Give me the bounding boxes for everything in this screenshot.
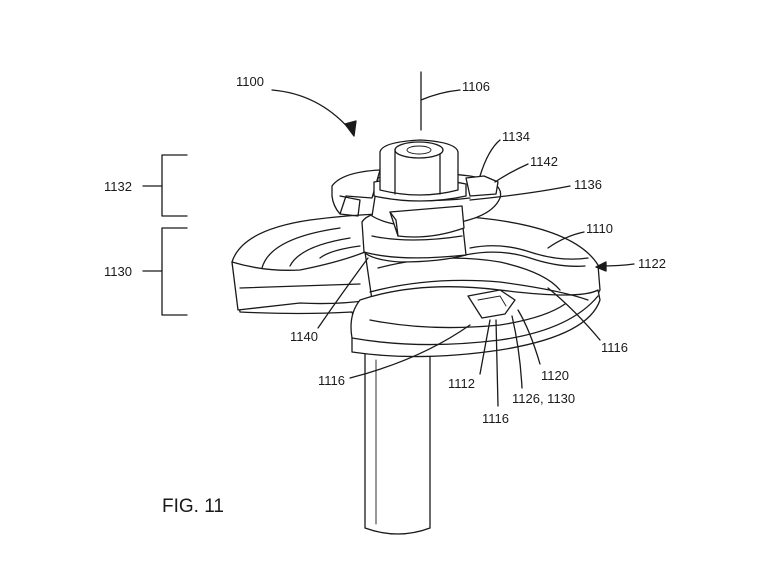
label-1116-right: 1116	[601, 340, 628, 355]
label-1142: 1142	[530, 154, 558, 169]
label-1130: 1130	[104, 264, 132, 279]
label-1110: 1110	[586, 221, 613, 236]
label-1132: 1132	[104, 179, 132, 194]
label-1112: 1112	[448, 376, 475, 391]
label-1126-1130: 1126, 1130	[512, 391, 575, 406]
label-1106: 1106	[462, 79, 490, 94]
label-1116-left: 1116	[318, 373, 345, 388]
label-1120: 1120	[541, 368, 569, 383]
router-bit-shank	[364, 351, 431, 535]
hex-nut	[379, 139, 459, 196]
label-1116-bottom: 1116	[482, 411, 509, 426]
label-1134: 1134	[502, 129, 530, 144]
bracket-1130	[142, 227, 188, 316]
leader-lines	[271, 89, 635, 407]
label-1122: 1122	[638, 256, 666, 271]
label-1136: 1136	[574, 177, 602, 192]
label-1140: 1140	[290, 329, 318, 344]
figure-caption: FIG. 11	[162, 496, 224, 517]
label-1100: 1100	[236, 74, 264, 89]
bracket-1132	[142, 154, 188, 217]
